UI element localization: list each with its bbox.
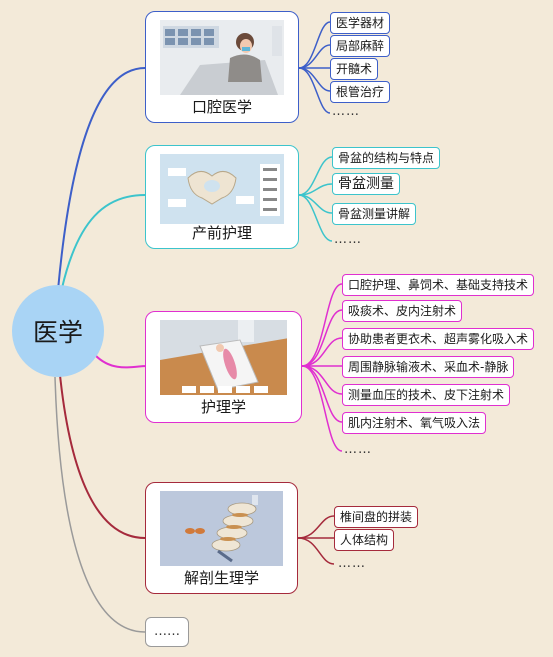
leaf-anatomy-more[interactable]: ……	[338, 556, 366, 571]
leaf-nursing-1[interactable]: 口腔护理、鼻饲术、基础支持技术	[342, 274, 535, 296]
leaf-prenatal-3[interactable]: 骨盆测量讲解	[332, 203, 417, 225]
leaf-prenatal-more[interactable]: ……	[334, 232, 362, 247]
branch-label-nursing: 护理学	[200, 398, 246, 416]
branch-card-anatomy[interactable]: 解剖生理学	[145, 482, 298, 594]
nursing-preview-image	[160, 320, 287, 395]
leaf-dental-3[interactable]: 开髓术	[330, 58, 379, 80]
connector-dental	[57, 67, 146, 291]
leaf-nursing-5[interactable]: 测量血压的技术、皮下注射术	[342, 384, 511, 406]
leaf-nursing-4[interactable]: 周围静脉输液术、采血术-静脉	[342, 356, 515, 378]
dental-preview-image	[160, 20, 284, 95]
branch-label-more: ……	[154, 624, 180, 639]
leaf-anatomy-1[interactable]: 椎间盘的拼装	[334, 506, 419, 528]
leaf-nursing-more[interactable]: ……	[344, 442, 372, 457]
connector-anatomy	[59, 374, 146, 539]
branch-card-dental[interactable]: 口腔医学	[145, 11, 299, 123]
root-label: 医学	[32, 318, 83, 347]
leaf-dental-4[interactable]: 根管治疗	[330, 81, 391, 103]
prenatal-preview-image	[160, 154, 284, 224]
branch-card-nursing[interactable]: 护理学	[145, 311, 302, 423]
leaf-nursing-2[interactable]: 吸痰术、皮内注射术	[342, 300, 463, 322]
root-node[interactable]: 医学	[12, 285, 104, 377]
leaf-dental-2[interactable]: 局部麻醉	[330, 35, 391, 57]
branch-label-anatomy: 解剖生理学	[183, 569, 259, 587]
leaf-prenatal-1[interactable]: 骨盆的结构与特点	[332, 147, 441, 169]
leaf-anatomy-2[interactable]: 人体结构	[334, 529, 395, 551]
leaf-nursing-6[interactable]: 肌内注射术、氧气吸入法	[342, 412, 487, 434]
leaf-dental-more[interactable]: ……	[332, 104, 360, 119]
connector-nursing	[94, 354, 146, 369]
branch-label-dental: 口腔医学	[191, 98, 252, 116]
leaf-dental-1[interactable]: 医学器材	[330, 12, 391, 34]
branch-card-prenatal[interactable]: 产前护理	[145, 145, 299, 249]
anatomy-preview-image	[160, 491, 283, 566]
connector-more	[54, 376, 146, 633]
leaf-prenatal-2[interactable]: 骨盆测量	[332, 173, 400, 195]
connector-prenatal	[61, 194, 146, 289]
branch-card-more[interactable]: ……	[145, 617, 189, 647]
leaf-nursing-3[interactable]: 协助患者更衣术、超声雾化吸入术	[342, 328, 535, 350]
branch-label-prenatal: 产前护理	[191, 224, 252, 242]
